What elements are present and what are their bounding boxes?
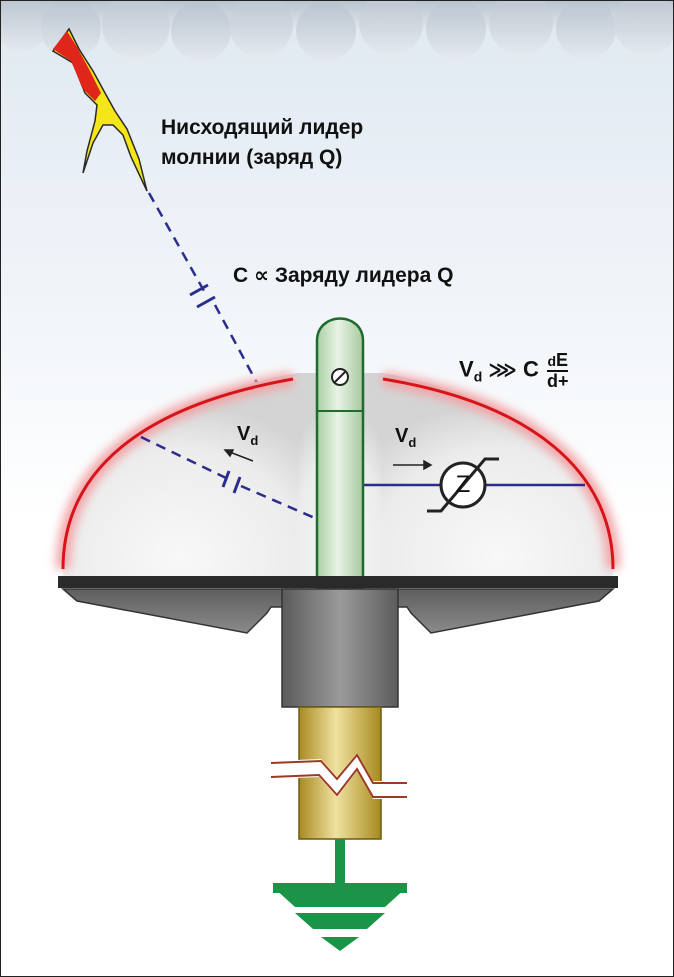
formula-arrow: ⋙ [488,357,517,382]
lightning-bolt-icon [51,27,148,192]
capacitor-icon [221,470,242,494]
impedance-icon [427,457,499,513]
capacitor-icon [189,283,216,309]
vd-left-v: V [237,423,251,445]
dome-edge-left [61,377,294,570]
vd-label-left: Vd [237,423,258,448]
screw-icon [331,368,349,386]
leader-coupling-line [147,192,259,384]
capacitance-c: C [233,264,249,287]
vd-right-subscript: d [408,435,417,450]
formula-v-subscript: d [473,368,483,385]
formula-fraction: dE d+ [546,350,569,391]
formula-c: C [522,356,539,382]
proportional-symbol: ∝ [254,263,269,287]
base-plate [58,576,618,634]
vd-left-subscript: d [250,433,259,448]
formula-num-e: E [556,350,569,370]
formula-numerator: dE [546,350,569,372]
dome-edge-right [382,377,615,570]
formula-label: Vd ⋙ C dE d+ [459,350,569,391]
vd-arrow-left-icon [223,449,254,462]
mounting-sleeve [281,588,399,708]
vd-right-v: V [395,425,409,447]
vd-arrow-right-icon [393,459,433,471]
air-terminal-rod [315,317,365,591]
vd-label-right: Vd [395,425,416,450]
leader-label: Нисходящий лидер молнии (заряд Q) [161,113,363,173]
leader-label-line1: Нисходящий лидер [161,116,364,139]
capacitance-label: C ∝ Заряду лидера Q [233,263,454,288]
cloud-band [1,1,673,61]
break-mark-icon [270,753,407,799]
capacitance-text: Заряду лидера Q [274,264,454,287]
leader-label-line2: молнии (заряд Q) [161,146,343,169]
impedance-symbol: Z [455,471,471,498]
formula-num-d: d [547,353,556,369]
inner-coupling-line [140,435,318,521]
formula-denominator: d+ [546,371,569,391]
ground-icon [273,839,407,951]
formula-v: V [459,356,474,382]
